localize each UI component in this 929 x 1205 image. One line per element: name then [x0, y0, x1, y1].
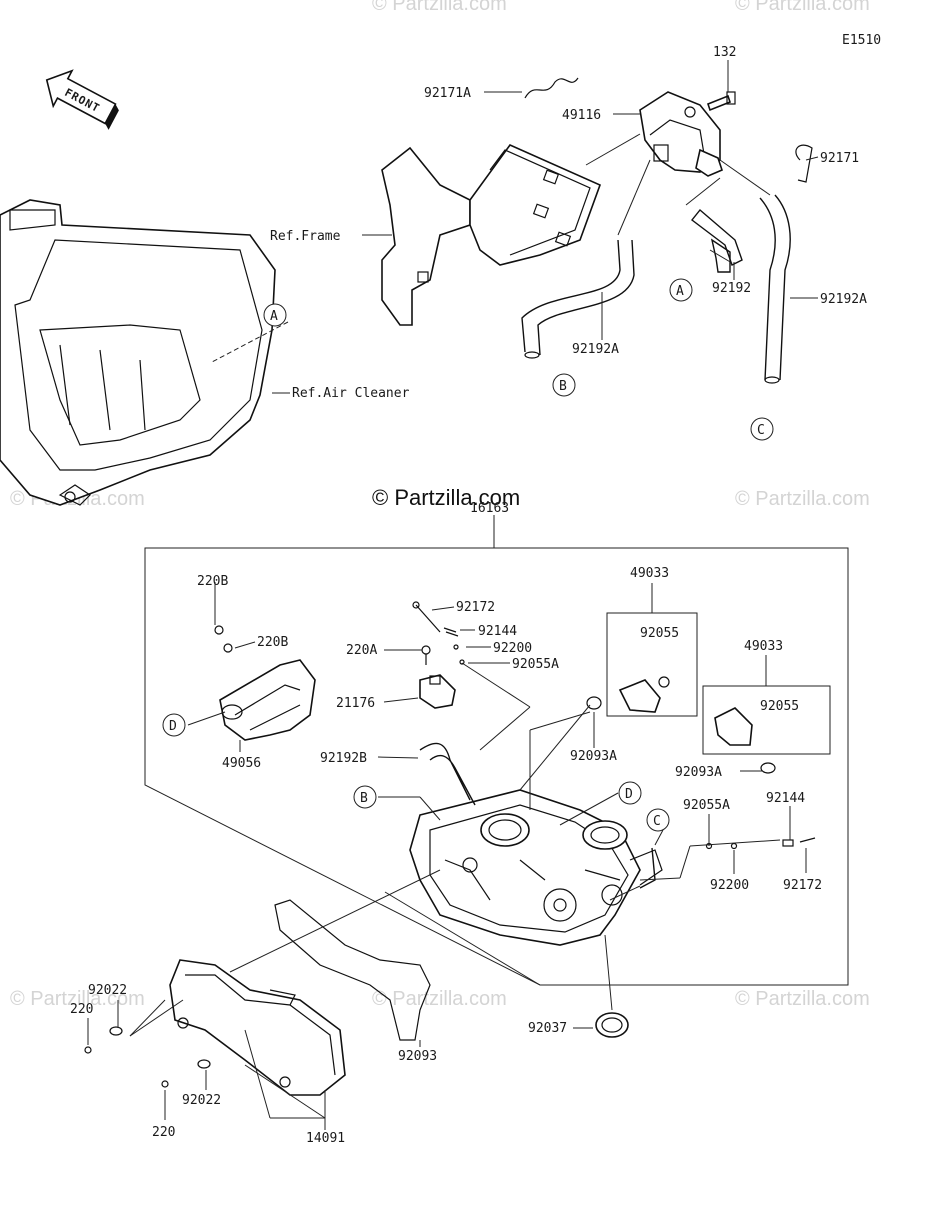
- part-label: 49033: [744, 639, 783, 654]
- part-label: 49116: [562, 108, 601, 123]
- svg-text:D: D: [169, 719, 177, 734]
- part-label: 92200: [710, 878, 749, 893]
- sensor-21176: [419, 645, 456, 709]
- part-label: 220: [70, 1002, 93, 1017]
- clip-92171A: [524, 77, 579, 99]
- ref-frame-label: Ref.Frame: [270, 229, 341, 244]
- callout-d-left: D: [162, 713, 186, 737]
- part-label: 92200: [493, 641, 532, 656]
- part-label: 14091: [306, 1131, 345, 1146]
- svg-text:A: A: [270, 309, 278, 324]
- diagram-code: E1510: [842, 33, 881, 48]
- hose-92192B: [419, 742, 476, 806]
- svg-text:D: D: [625, 787, 633, 802]
- callout-a-hose: A: [669, 278, 693, 302]
- part-label: 21176: [336, 696, 375, 711]
- part-label: 92171: [820, 151, 859, 166]
- cover-14091: [169, 959, 346, 1096]
- svg-text:C: C: [757, 423, 765, 438]
- part-label: 16163: [470, 501, 509, 516]
- part-label: 92192B: [320, 751, 367, 766]
- watermark-text: © Partzilla.com: [372, 0, 507, 15]
- part-label: 220B: [257, 635, 288, 650]
- callout-c-lower: C: [646, 808, 670, 832]
- idle-screw-set-lower: [705, 837, 816, 850]
- part-label: 92171A: [424, 86, 471, 101]
- watermarks: © Partzilla.com © Partzilla.com © Partzi…: [10, 0, 870, 1010]
- part-label: 92192: [712, 281, 751, 296]
- part-label: 92093A: [570, 749, 617, 764]
- watermark-text: © Partzilla.com: [735, 488, 870, 510]
- part-label: 92055: [760, 699, 799, 714]
- hoses-upper: [521, 194, 791, 384]
- bolt-132: [707, 91, 736, 112]
- part-label: 92093: [398, 1049, 437, 1064]
- part-label: 92093A: [675, 765, 722, 780]
- part-label: 92172: [456, 600, 495, 615]
- part-label: 220: [152, 1125, 175, 1140]
- watermark-text: © Partzilla.com: [10, 988, 145, 1010]
- front-arrow-icon: FRONT: [45, 69, 119, 130]
- gasket-92093: [274, 899, 431, 1041]
- frame-bracket: [381, 144, 602, 326]
- injector-49033-upper: [586, 676, 670, 713]
- leader-lines: [87, 60, 819, 1130]
- svg-text:B: B: [360, 791, 368, 806]
- callout-b-upper: B: [552, 373, 576, 397]
- washers-screws: [84, 1026, 211, 1088]
- part-label: 49056: [222, 756, 261, 771]
- watermark-text: © Partzilla.com: [735, 0, 870, 15]
- callout-c-upper: C: [750, 417, 774, 441]
- assembly-frame: [144, 547, 849, 986]
- callout-a-upper: A: [263, 303, 287, 327]
- part-label: 49033: [630, 566, 669, 581]
- part-label: 92055A: [512, 657, 559, 672]
- part-label: 92055: [640, 626, 679, 641]
- part-label: 92037: [528, 1021, 567, 1036]
- clamp-92037: [595, 1012, 629, 1038]
- clamp-92171: [795, 144, 813, 183]
- part-label: 92055A: [683, 798, 730, 813]
- svg-text:B: B: [559, 379, 567, 394]
- air-cleaner-housing: [0, 199, 276, 506]
- part-label: 92144: [478, 624, 517, 639]
- bypass-pipe-49056: [214, 625, 316, 741]
- part-label: 92192A: [572, 342, 619, 357]
- svg-text:A: A: [676, 284, 684, 299]
- part-label: 92192A: [820, 292, 867, 307]
- svg-text:C: C: [653, 814, 661, 829]
- watermark-text: © Partzilla.com: [735, 988, 870, 1010]
- watermark-text: © Partzilla.com: [372, 988, 507, 1010]
- idle-valve-49116: [639, 91, 723, 177]
- part-label: 132: [713, 45, 736, 60]
- part-label: 92144: [766, 791, 805, 806]
- throttle-body-16163: [409, 789, 663, 946]
- part-labels: 132 92171A 49116 92171 92192 92192A 9219…: [70, 45, 867, 1146]
- part-label: 92172: [783, 878, 822, 893]
- ref-air-cleaner-label: Ref.Air Cleaner: [292, 386, 410, 401]
- callout-d-lower: D: [618, 781, 642, 805]
- part-label: 92022: [88, 983, 127, 998]
- hose-c-lower: [639, 847, 656, 889]
- part-label: 220A: [346, 643, 377, 658]
- part-label: 92022: [182, 1093, 221, 1108]
- part-label: 220B: [197, 574, 228, 589]
- callout-b-lower: B: [353, 785, 377, 809]
- injector-49033-lower: [714, 707, 776, 774]
- idle-screw-set-upper: [412, 601, 465, 665]
- copyright-text: © Partzilla.com: [372, 485, 520, 510]
